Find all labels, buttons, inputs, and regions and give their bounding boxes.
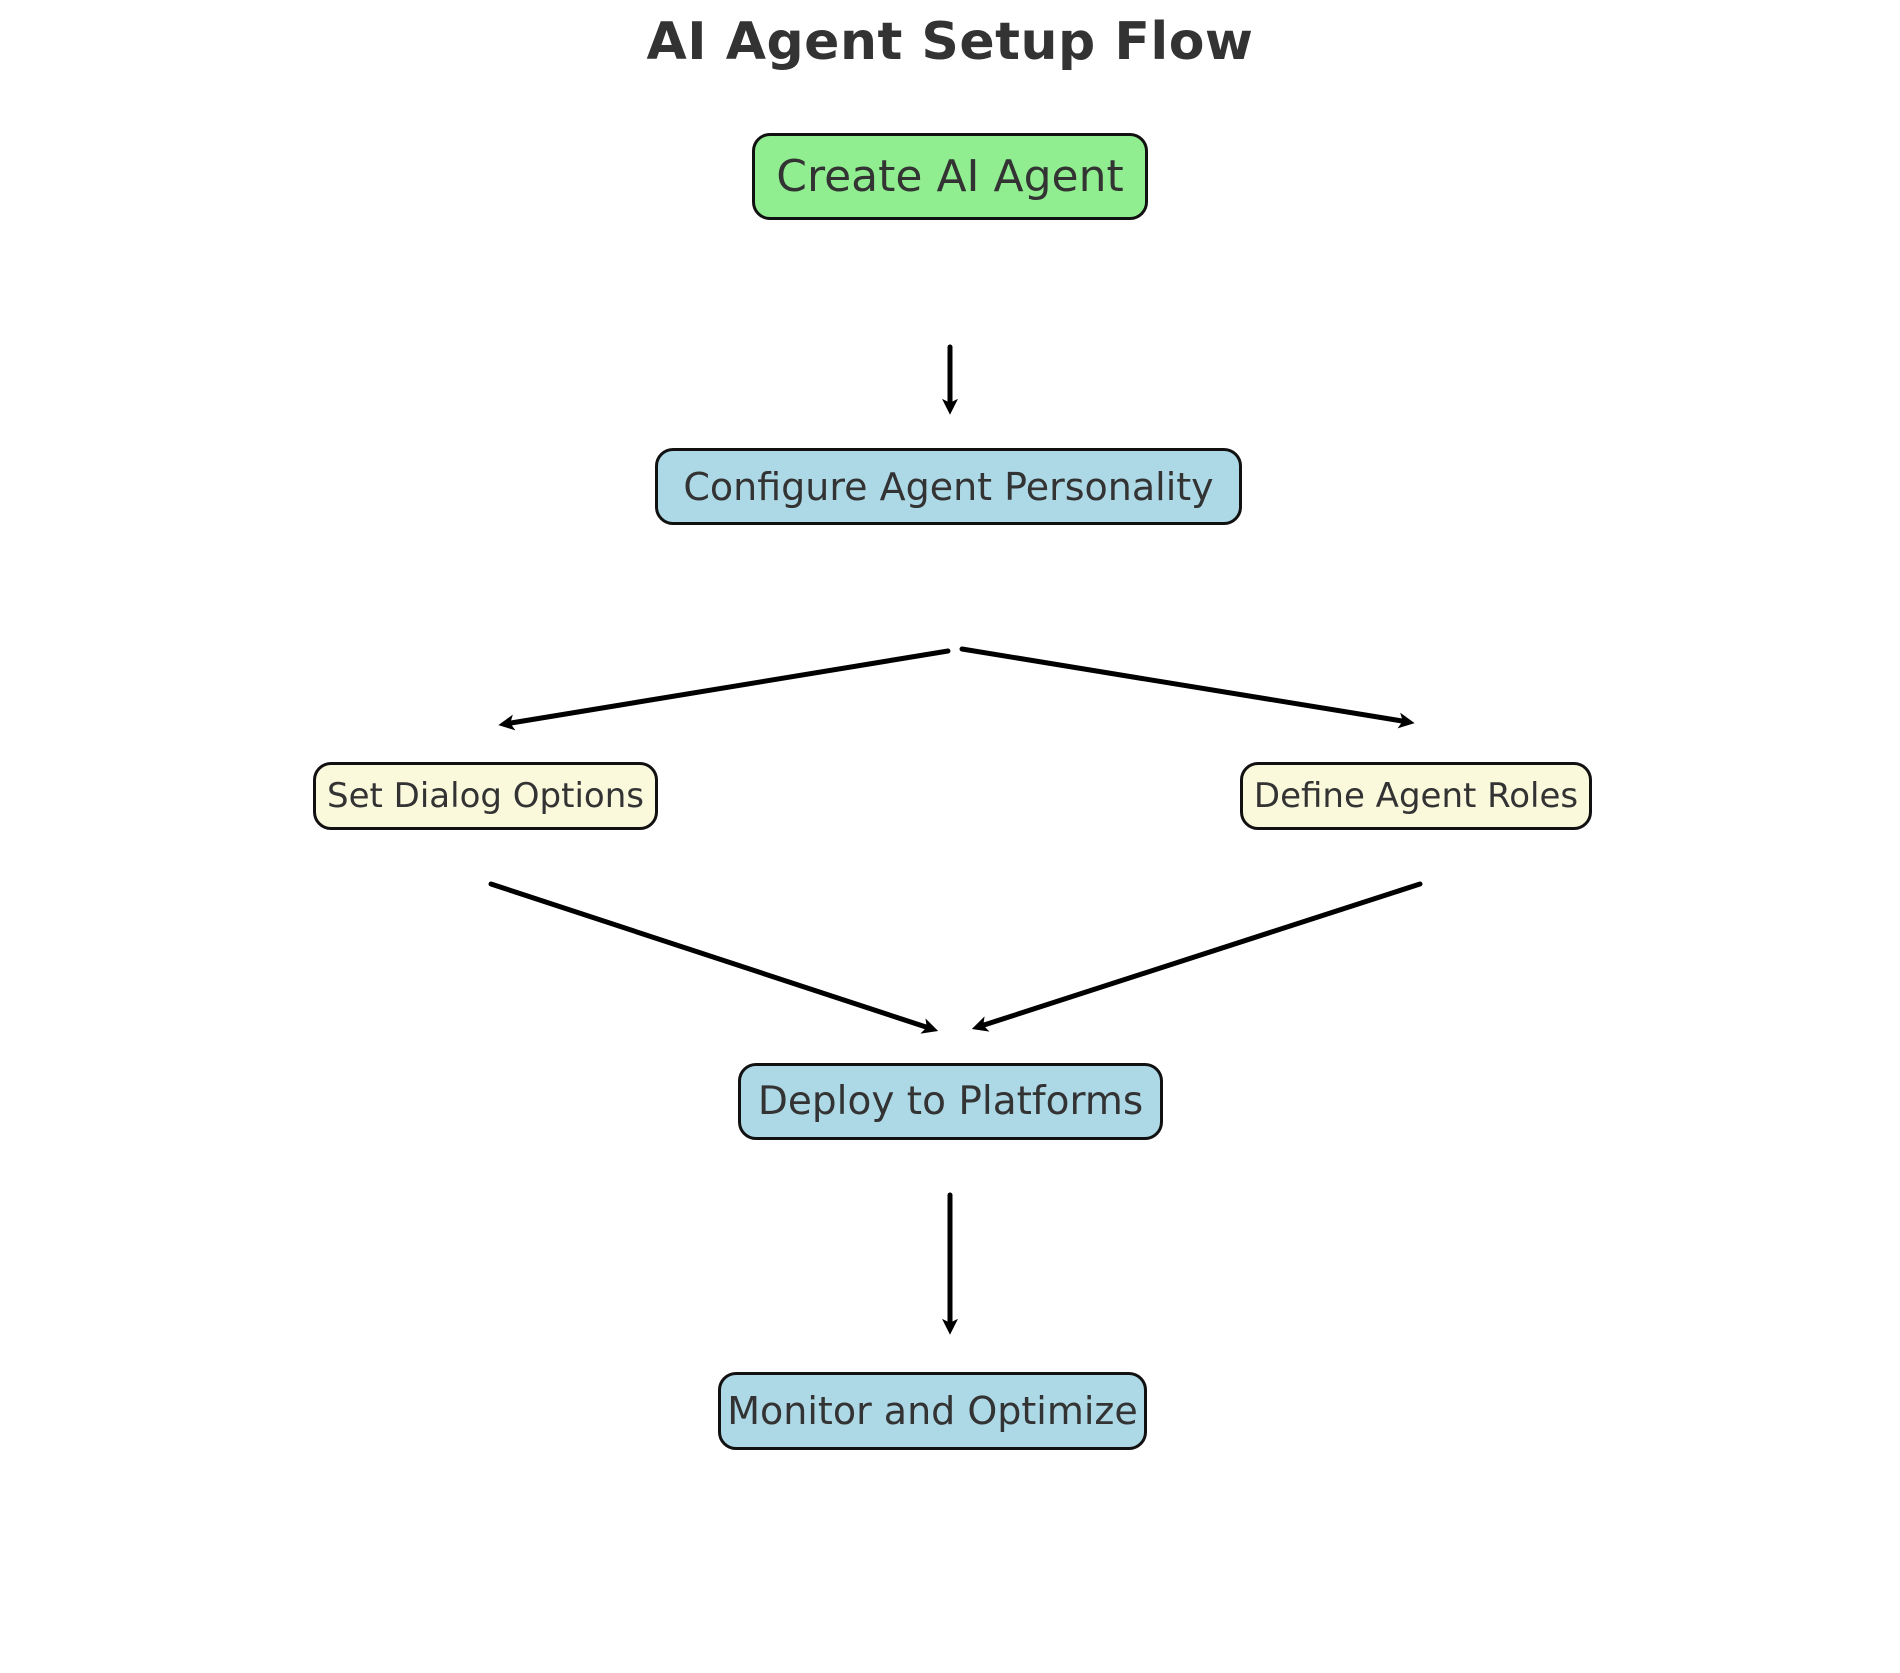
node-configure-agent-personality: Configure Agent Personality [655, 448, 1242, 525]
node-create-ai-agent: Create AI Agent [752, 133, 1148, 220]
edge-dialog-to-deploy [488, 881, 939, 1034]
node-monitor-and-optimize: Monitor and Optimize [718, 1372, 1147, 1450]
node-deploy-to-platforms: Deploy to Platforms [738, 1063, 1163, 1140]
edge-configure-to-roles [959, 646, 1415, 729]
node-define-agent-roles: Define Agent Roles [1240, 762, 1592, 830]
edge-roles-to-deploy [971, 881, 1423, 1032]
edge-configure-to-dialog [498, 648, 951, 731]
node-set-dialog-options: Set Dialog Options [313, 762, 658, 830]
diagram-title: AI Agent Setup Flow [646, 12, 1254, 72]
